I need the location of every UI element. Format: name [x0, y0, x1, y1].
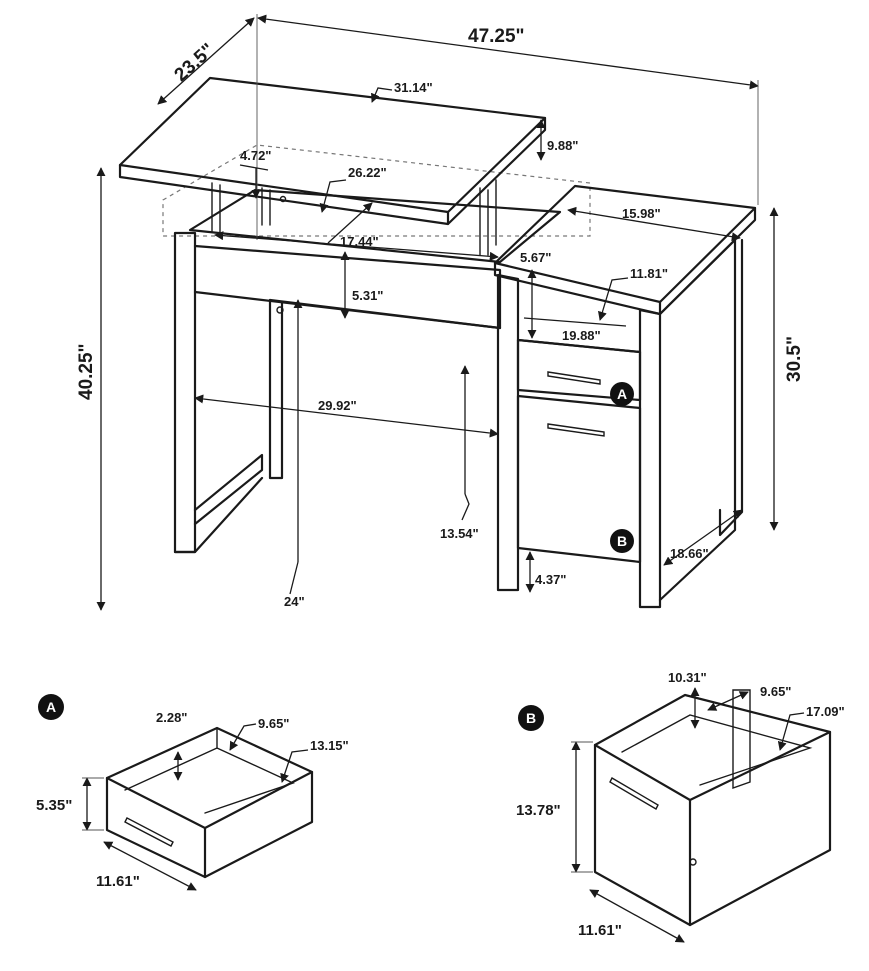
drawer-b-front	[516, 394, 642, 564]
desk-dimensions: 47.25" 23.5" 40.25" 30.5" 31.14" 9.88" 4…	[76, 14, 805, 611]
badge-b-detail: B	[518, 705, 544, 731]
drawer-a-front	[516, 338, 642, 402]
badge-a-detail: A	[38, 694, 64, 720]
dim-lift-gap: 4.72"	[240, 148, 271, 163]
pedestal-leg-right	[638, 308, 662, 609]
lift-top-edge	[118, 163, 450, 226]
hole-marker	[276, 306, 284, 314]
badge-a-desk: A	[610, 382, 634, 406]
drawer-a-detail: A 5.35" 11.61" 2.28" 9.65" 13.15"	[36, 694, 349, 891]
dim-floor-clear: 4.37"	[535, 572, 566, 587]
drawer-b-inner	[621, 714, 813, 786]
dim-side-top: 15.98"	[622, 206, 661, 221]
dim-knee-width: 29.92"	[318, 398, 357, 413]
badge-a-label: A	[617, 386, 627, 402]
apron-bottom	[268, 298, 502, 330]
drawer-b-divider	[732, 689, 751, 789]
dim-drawer-a-height: 5.35"	[36, 797, 72, 814]
dim-knee-height: 24"	[284, 594, 305, 609]
badge-b-desk: B	[610, 529, 634, 553]
badge-b-detail-label: B	[526, 710, 536, 726]
dim-overall-height: 40.25"	[76, 343, 97, 400]
dim-knee-depth: 13.54"	[440, 526, 479, 541]
drawer-b-hole	[689, 858, 697, 866]
dim-inner-width: 26.22"	[348, 165, 387, 180]
pedestal-back-leg	[718, 238, 744, 537]
drawer-b-side	[688, 730, 832, 927]
dim-lift-height: 9.88"	[547, 138, 578, 153]
dim-compartment-depth: 5.31"	[352, 288, 383, 303]
dim-shelf-height: 5.67"	[520, 250, 551, 265]
dim-drawer-b-inner-width: 9.65"	[760, 684, 791, 699]
side-top-edge	[493, 261, 662, 316]
drawer-b-detail-handle	[609, 777, 659, 810]
left-stretcher	[193, 453, 264, 526]
drawer-a-inner	[124, 747, 295, 814]
dim-drawer-b-height: 13.78"	[516, 802, 561, 819]
drawer-a-front-panel	[105, 776, 207, 879]
drawer-b-detail: B 13.78" 11.61" 10.31" 9.65" 17.09"	[516, 670, 845, 943]
hole-marker-top	[279, 195, 287, 203]
dim-drawer-b-inner-depth: 17.09"	[806, 704, 845, 719]
dim-side-depth: 18.66"	[670, 546, 709, 561]
dim-overall-width: 47.25"	[468, 26, 525, 47]
dim-shelf-width: 11.81"	[630, 266, 668, 281]
dim-drawer-a-inner-width: 9.65"	[258, 716, 289, 731]
badge-b-label: B	[617, 533, 627, 549]
left-leg-front	[173, 231, 197, 554]
left-leg-foot	[173, 476, 264, 554]
desk-drawing: A B	[118, 76, 757, 609]
side-top-edge-right	[658, 206, 757, 316]
pedestal-leg-left	[496, 273, 520, 592]
drawer-b-handle	[547, 423, 605, 437]
back-leg	[268, 298, 284, 480]
dim-drawer-a-width: 11.61"	[96, 873, 140, 890]
dim-drawer-a-inner-height: 2.28"	[156, 710, 187, 725]
drawer-a-handle	[547, 371, 601, 385]
drawer-a-side	[203, 770, 314, 879]
dim-drawer-a-inner-depth: 13.15"	[310, 738, 349, 753]
dim-drawer-b-inner-height: 10.31"	[668, 670, 707, 685]
dim-lift-top-width: 31.14"	[394, 80, 433, 95]
dim-drawer-b-width: 11.61"	[578, 922, 622, 939]
dim-compartment-width: 17.44"	[340, 234, 379, 249]
dim-shelf-depth: 19.88"	[562, 328, 601, 343]
badge-a-detail-label: A	[46, 699, 56, 715]
lift-mechanism-left	[211, 182, 271, 233]
dim-desk-height: 30.5"	[784, 336, 805, 382]
closed-top-outline	[162, 144, 591, 237]
